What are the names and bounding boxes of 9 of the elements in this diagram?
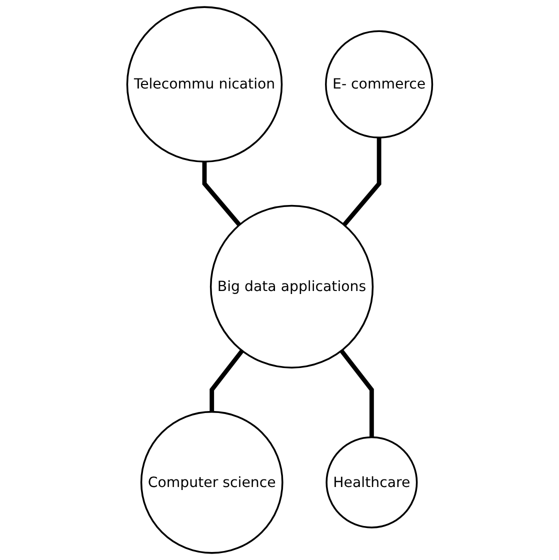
connector (202, 162, 241, 226)
connector (339, 349, 374, 438)
node-circle: Big data applications (210, 204, 374, 369)
node-circle: Telecommu nication (126, 6, 282, 162)
connector (209, 349, 244, 412)
node-circle: E- commerce (324, 30, 433, 138)
node-circle: Healthcare (325, 436, 418, 528)
node-circle: Computer science (140, 410, 284, 554)
connector (342, 138, 382, 226)
